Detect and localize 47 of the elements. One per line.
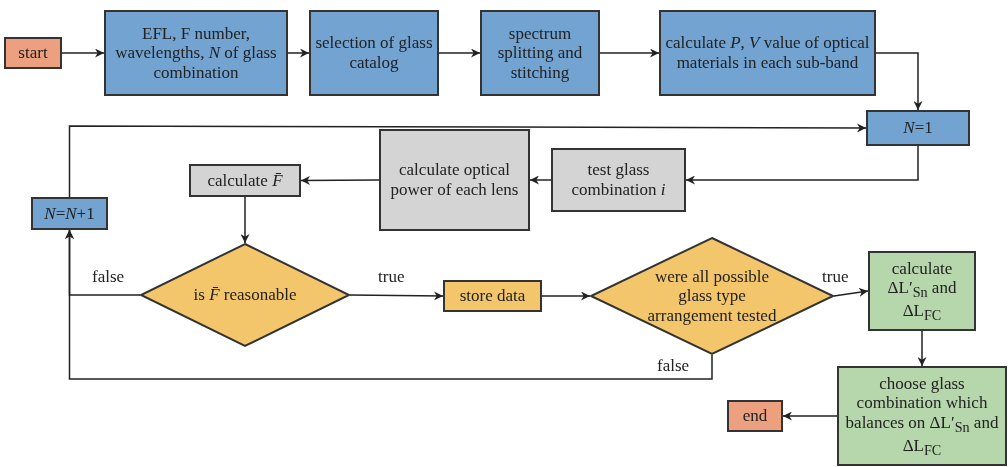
process-box xyxy=(189,164,301,197)
process-box xyxy=(379,129,530,231)
process-box xyxy=(659,10,876,96)
terminal-box xyxy=(4,37,62,69)
arrow xyxy=(300,175,380,185)
arrow xyxy=(438,48,481,58)
process-box xyxy=(104,10,288,96)
decision-diamond xyxy=(140,243,350,347)
node-text: spectrum splitting and stitching xyxy=(496,23,584,83)
node-text: N=N+1 xyxy=(44,203,95,224)
node-text: choose glass combination which balances on ΔL′$_{Sn}$ and ΔL$_{FC}$ xyxy=(844,373,1000,459)
process-box xyxy=(868,251,976,331)
node-text: end xyxy=(742,406,768,426)
arrow xyxy=(349,291,444,301)
node-text: EFL, F number, wavelengths, N of glass combination xyxy=(114,23,278,83)
node-text: were all possible glass type arrangement tested xyxy=(646,266,778,326)
arrow xyxy=(599,48,660,58)
process-box xyxy=(837,366,1007,466)
arrow xyxy=(68,123,867,198)
arrow xyxy=(287,48,310,58)
arrow xyxy=(833,287,869,297)
arrow xyxy=(240,196,250,244)
node-text: calculate ΔL′$_{Sn}$ and ΔL$_{FC}$ xyxy=(886,258,958,324)
node-text: calculate P, V value of optical materials in each sub-band xyxy=(665,33,870,73)
process-box xyxy=(866,110,970,146)
arrow xyxy=(65,229,713,380)
arrow xyxy=(685,145,919,185)
arrow xyxy=(529,175,552,185)
node-text: N=1 xyxy=(903,118,933,138)
node-text: selection of glass catalog xyxy=(315,33,433,73)
terminal-box xyxy=(727,400,783,432)
arrow xyxy=(61,48,105,58)
node-text: calculate optical power of each lens xyxy=(389,160,520,200)
node-text: test glass combination i xyxy=(570,160,667,200)
arrow xyxy=(782,411,838,421)
node-text: start xyxy=(18,43,48,63)
node-text: calculate F̄ xyxy=(207,170,283,191)
node-text: store data xyxy=(459,286,526,306)
arrow xyxy=(875,52,923,111)
process-box xyxy=(551,148,686,212)
arrow xyxy=(541,291,591,301)
arrow xyxy=(917,330,927,367)
process-box xyxy=(31,197,108,230)
process-box xyxy=(480,10,600,96)
process-box xyxy=(309,10,439,96)
process-box xyxy=(443,280,542,312)
node-text: is F̄ reasonable xyxy=(193,285,297,305)
